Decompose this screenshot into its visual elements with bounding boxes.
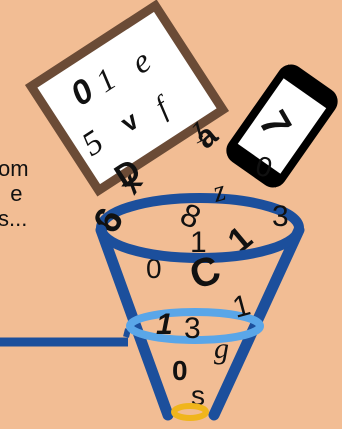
falling-char: z	[208, 174, 229, 209]
funnel-char: 0	[172, 355, 188, 386]
caption-line: s...	[0, 206, 27, 231]
funnel-char: 1	[156, 308, 173, 341]
caption-line: om	[0, 156, 29, 181]
funnel-char: g	[214, 332, 229, 365]
funnel-outlet-ring	[174, 406, 206, 418]
caption-text: om e s...	[0, 156, 29, 231]
caption-line: e	[10, 181, 22, 206]
funnel-char: 1	[229, 289, 254, 325]
falling-char: 3	[272, 200, 289, 233]
funnel-char: 3	[184, 312, 201, 345]
